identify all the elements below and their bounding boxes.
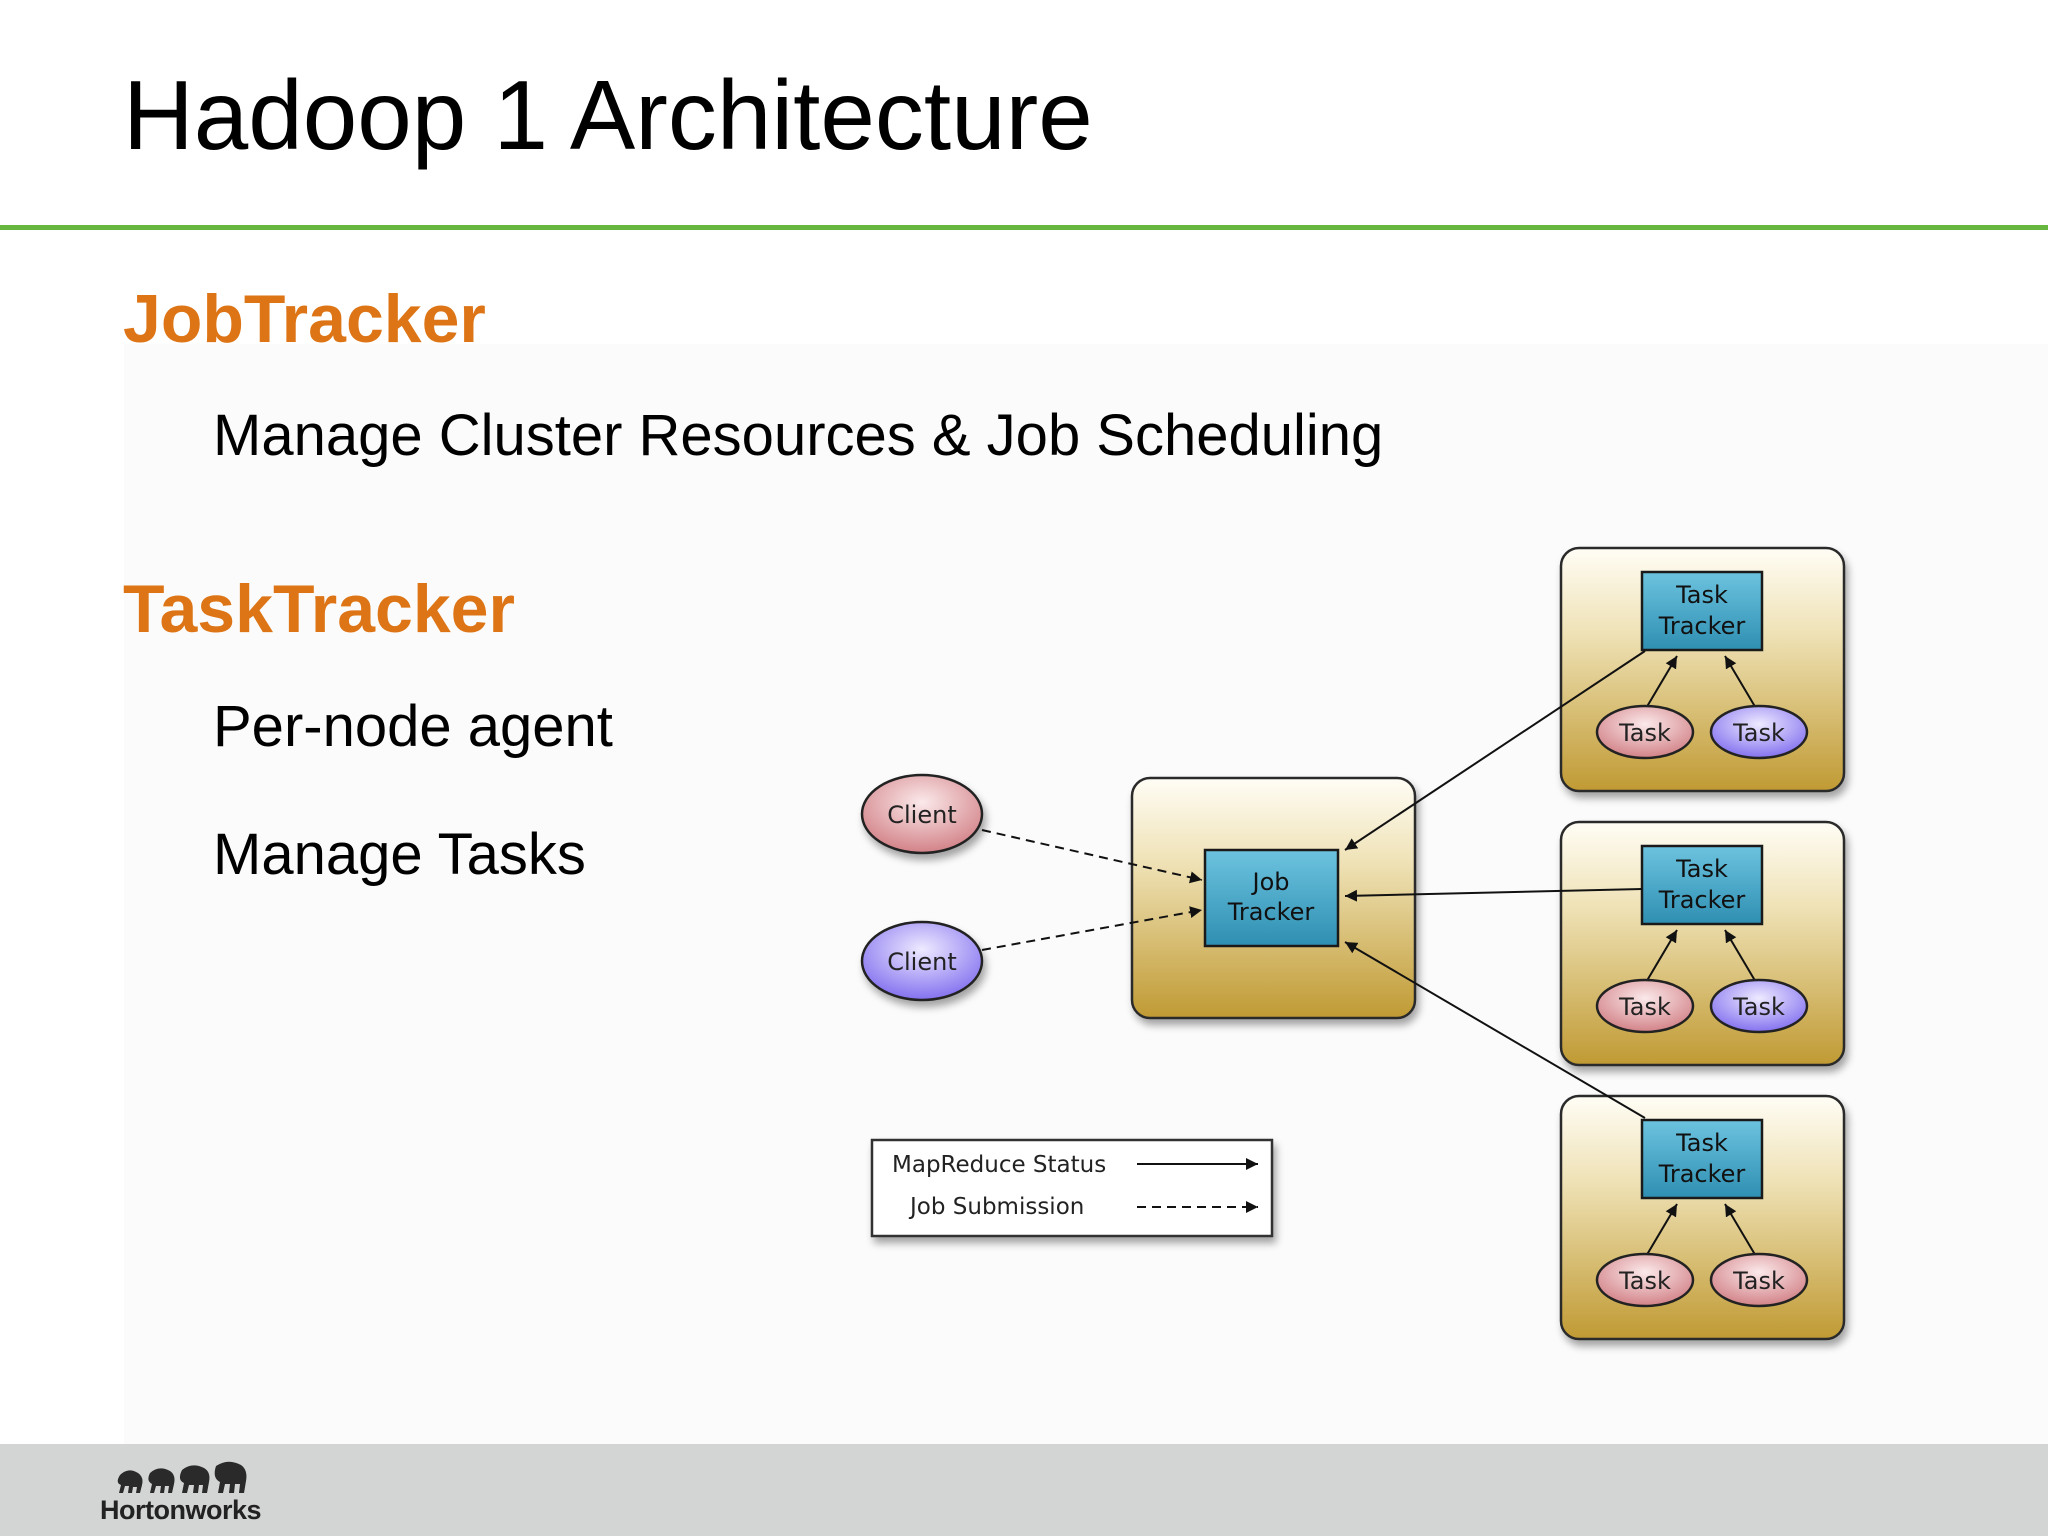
task-label: Task	[1732, 719, 1785, 747]
status-arrow	[1344, 941, 1646, 1119]
task-node-2: Task Tracker Task Task	[1559, 820, 1846, 1067]
elephant-icon	[214, 1461, 247, 1493]
tasktracker-box	[1640, 844, 1764, 926]
status-arrow	[1344, 650, 1646, 851]
status-arrow	[1344, 888, 1643, 902]
jobtracker-box	[1203, 848, 1340, 948]
client-1: Client	[860, 773, 984, 855]
elephant-icon	[117, 1470, 143, 1493]
submission-arrow	[981, 906, 1203, 951]
task-ellipse	[1709, 1252, 1809, 1308]
elephant-icon	[148, 1468, 175, 1493]
task-ellipse	[1595, 978, 1695, 1034]
bullet-tasktracker-1: Per-node agent	[213, 694, 613, 759]
heading-tasktracker: TaskTracker	[123, 571, 515, 647]
task-ellipse	[1709, 704, 1809, 760]
tasktracker-box	[1640, 570, 1764, 652]
tasktracker-label-line2: Tracker	[1658, 886, 1746, 914]
tasktracker-label-line1: Task	[1675, 1129, 1728, 1157]
legend-status-label: MapReduce Status	[892, 1152, 1106, 1178]
bullet-tasktracker-2: Manage Tasks	[213, 822, 586, 887]
footer-bar	[0, 1444, 2048, 1536]
tasktracker-label-line2: Tracker	[1658, 1160, 1746, 1188]
submission-arrow	[981, 829, 1203, 884]
client-2: Client	[860, 920, 984, 1002]
client-label: Client	[887, 948, 956, 976]
task-label: Task	[1732, 1267, 1785, 1295]
slide-title: Hadoop 1 Architecture	[123, 60, 1093, 170]
task-node-3: Task Tracker Task Task	[1559, 1094, 1846, 1341]
tasktracker-label-line1: Task	[1675, 855, 1728, 883]
legend-submission-label: Job Submission	[908, 1194, 1084, 1220]
task-label: Task	[1618, 993, 1671, 1021]
hadoop-architecture-diagram: Job Tracker Task Tracker Task Task Task …	[860, 546, 1846, 1341]
heading-jobtracker: JobTracker	[123, 281, 486, 357]
tasktracker-label-line1: Task	[1675, 581, 1728, 609]
task-ellipse	[1709, 978, 1809, 1034]
elephant-icon	[179, 1465, 210, 1493]
title-divider	[0, 225, 2048, 230]
hortonworks-logo	[117, 1461, 247, 1493]
hortonworks-logo-text: Hortonworks	[100, 1495, 262, 1525]
task-ellipse	[1595, 1252, 1695, 1308]
client-label: Client	[887, 801, 956, 829]
legend: MapReduce Status Job Submission	[870, 1138, 1274, 1238]
task-label: Task	[1618, 719, 1671, 747]
jobtracker-label-line2: Tracker	[1227, 898, 1315, 926]
task-node-1: Task Tracker Task Task	[1559, 546, 1846, 793]
jobtracker-node: Job Tracker	[1130, 776, 1417, 1020]
jobtracker-label-line1: Job	[1251, 868, 1290, 896]
task-ellipse	[1595, 704, 1695, 760]
tasktracker-label-line2: Tracker	[1658, 612, 1746, 640]
task-label: Task	[1618, 1267, 1671, 1295]
tasktracker-box	[1640, 1118, 1764, 1200]
task-label: Task	[1732, 993, 1785, 1021]
bullet-jobtracker-1: Manage Cluster Resources & Job Schedulin…	[213, 403, 1384, 468]
